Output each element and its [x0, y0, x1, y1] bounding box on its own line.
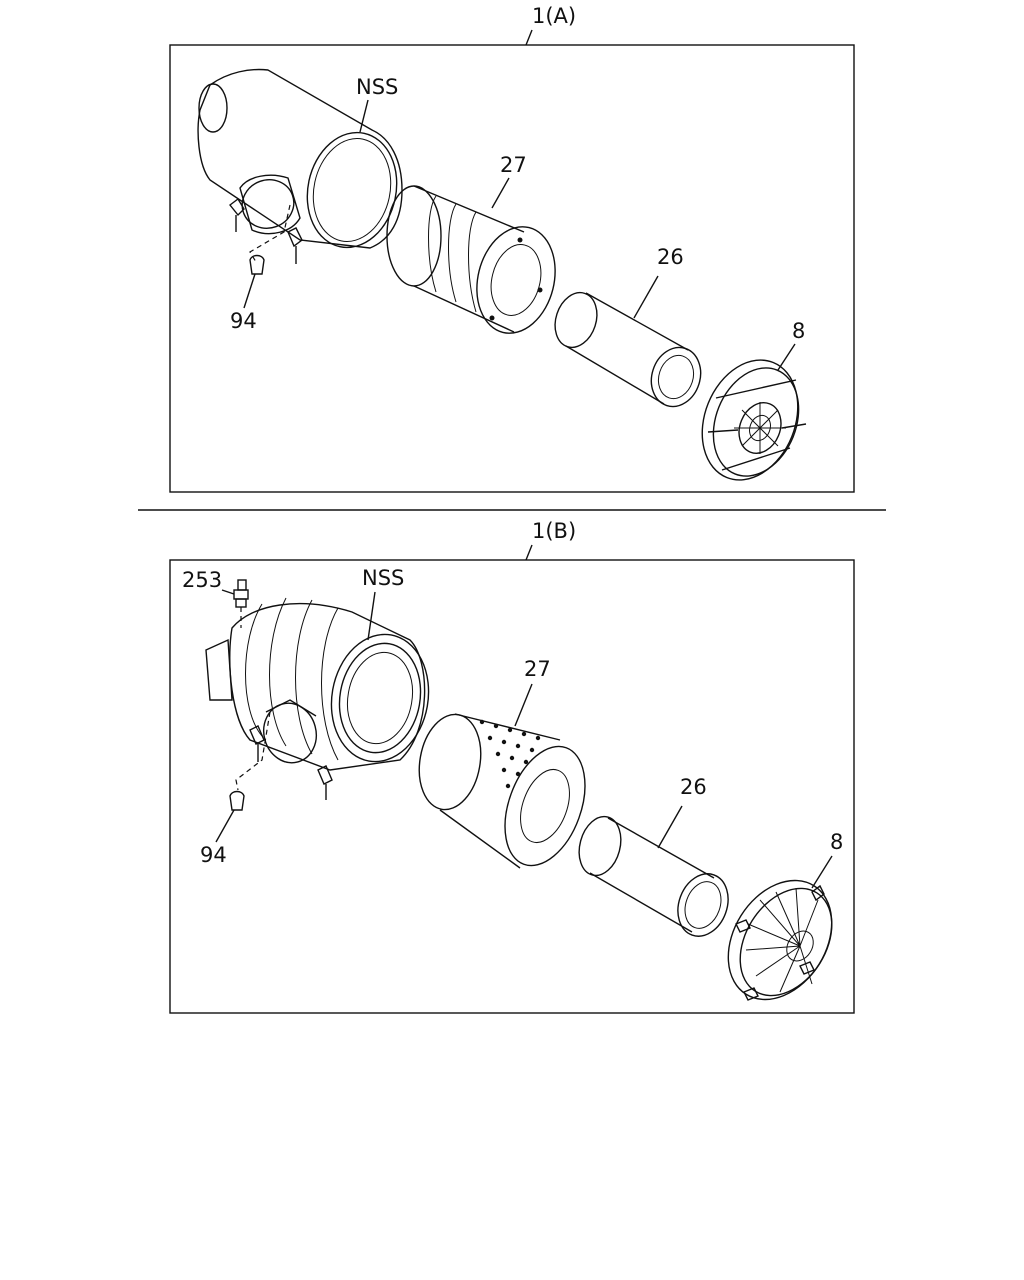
panel-b-title-leader: [525, 544, 533, 561]
panel-b-indicator-label: 253: [182, 568, 222, 592]
panel-a-title-leader: [525, 29, 533, 46]
panel-a-outer-element: [386, 185, 556, 334]
panel-b: 1(B) 253: [169, 519, 855, 1014]
panel-b-outer-element-label: 27: [524, 657, 551, 681]
panel-b-cover: [727, 879, 833, 1001]
panel-a-cover: [701, 359, 807, 481]
panel-a-outer-element-label: 27: [500, 153, 527, 177]
panel-a-housing: [197, 68, 403, 264]
panel-a-cover-label: 8: [792, 319, 805, 343]
panel-a-title: 1(A): [532, 4, 576, 28]
panel-a-housing-label: NSS: [356, 75, 398, 99]
panel-b-cover-label: 8: [830, 830, 843, 854]
panel-a-inner-element: [554, 291, 702, 408]
panel-b-outer-element: [418, 713, 586, 869]
panel-b-housing: [205, 597, 430, 800]
panel-b-housing-label: NSS: [362, 566, 404, 590]
panel-b-title: 1(B): [532, 519, 576, 543]
panel-a: 1(A) NSS 94: [169, 4, 855, 493]
panel-b-inner-element-label: 26: [680, 775, 707, 799]
panel-b-bracket: [229, 790, 245, 811]
panel-a-bracket-label: 94: [230, 309, 257, 333]
panel-b-bracket-label: 94: [200, 843, 227, 867]
panel-b-indicator: [233, 579, 249, 628]
panel-b-frame: [169, 559, 855, 1014]
panel-b-inner-element: [578, 815, 729, 937]
panel-a-inner-element-label: 26: [657, 245, 684, 269]
panel-a-bracket: [249, 254, 265, 275]
panel-a-frame: [169, 44, 855, 493]
